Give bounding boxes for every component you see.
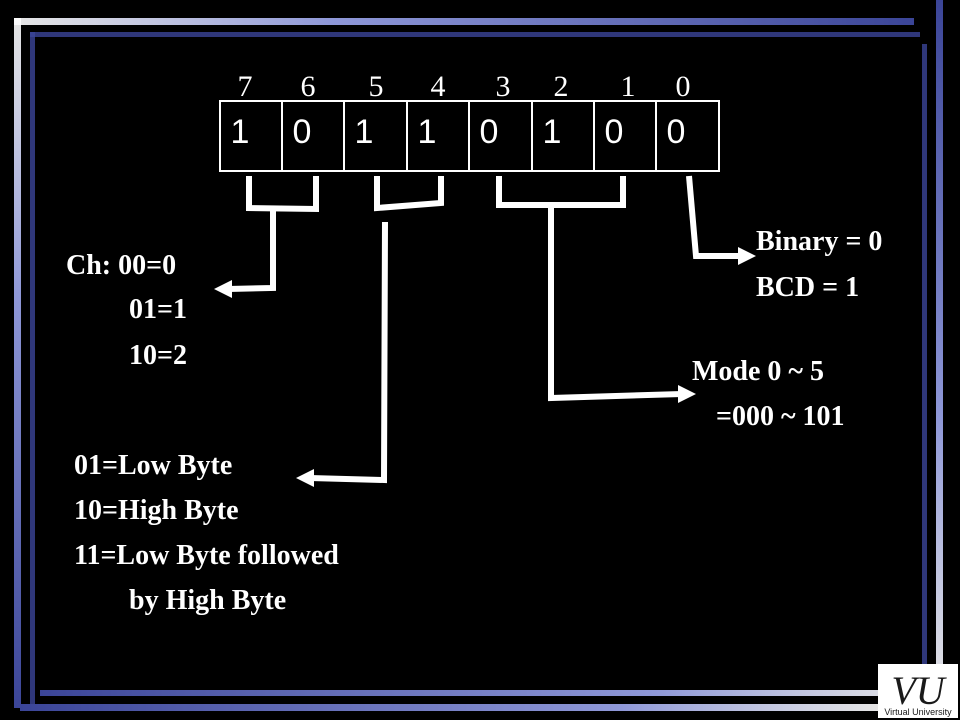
bit-value-6: 0 xyxy=(293,113,312,151)
read-write-label-group: 01=Low Byte 10=High Byte 11=Low Byte fol… xyxy=(74,450,339,616)
frame-right-bar-outer xyxy=(936,0,943,700)
bit-index-1: 1 xyxy=(621,70,636,103)
arrowhead-read-write xyxy=(296,469,314,487)
connector-bcd xyxy=(686,175,742,259)
bit-value-3: 0 xyxy=(480,113,499,151)
arrowheads xyxy=(214,247,756,487)
mode-label-line2: =000 ~ 101 xyxy=(716,401,845,432)
channel-label-line2: 01=1 xyxy=(129,294,187,325)
bit-index-4: 4 xyxy=(431,70,446,103)
mode-label-group: Mode 0 ~ 5 =000 ~ 101 xyxy=(692,356,845,432)
frame-right-bar-inner xyxy=(922,44,927,704)
field-connectors xyxy=(227,175,742,484)
bcd-label-group: Binary = 0 BCD = 1 xyxy=(756,226,882,303)
connector-channel xyxy=(227,208,276,292)
connector-read-write xyxy=(309,221,388,484)
slide-frame xyxy=(14,0,943,711)
frame-left-bar-inner xyxy=(30,32,35,708)
frame-left-bar-outer xyxy=(14,18,21,708)
channel-label-line3: 10=2 xyxy=(129,340,187,371)
logo-mark: VU xyxy=(891,668,947,713)
read-write-label-line2: 10=High Byte xyxy=(74,495,239,526)
read-write-label-line4: by High Byte xyxy=(129,585,286,616)
bit-value-0: 0 xyxy=(667,113,686,151)
arrowhead-channel xyxy=(214,280,232,298)
bit-index-3: 3 xyxy=(496,70,511,103)
bit-value-7: 1 xyxy=(231,113,250,151)
bracket-mode xyxy=(496,176,626,208)
bit-index-5: 5 xyxy=(369,70,384,103)
logo-caption: Virtual University xyxy=(884,707,952,717)
frame-top-bar-outer xyxy=(14,18,914,25)
logo-background xyxy=(878,664,958,718)
bit-index-row: 7 6 5 4 3 2 1 0 xyxy=(238,70,691,103)
bit-value-4: 1 xyxy=(418,113,437,151)
channel-label-line1: Ch: 00=0 xyxy=(66,250,176,281)
bit-register: 1 0 1 1 0 1 0 0 xyxy=(219,100,720,172)
read-write-label-line1: 01=Low Byte xyxy=(74,450,232,481)
channel-label-group: Ch: 00=0 01=1 10=2 xyxy=(66,250,187,371)
bcd-label-line1: Binary = 0 xyxy=(756,226,882,257)
read-write-label-line3: 11=Low Byte followed xyxy=(74,540,339,571)
bit-value-1: 0 xyxy=(605,113,624,151)
bracket-read-write xyxy=(374,176,444,212)
frame-top-bar-inner xyxy=(30,32,920,37)
bit-value-5: 1 xyxy=(355,113,374,151)
connector-mode xyxy=(548,205,683,402)
bcd-label-line2: BCD = 1 xyxy=(756,272,859,303)
bit-index-0: 0 xyxy=(676,70,691,103)
bracket-channel xyxy=(246,176,319,213)
vu-logo: VU Virtual University xyxy=(878,664,958,718)
mode-label-line1: Mode 0 ~ 5 xyxy=(692,356,824,387)
bit-value-2: 1 xyxy=(543,113,562,151)
arrowhead-mode xyxy=(678,385,696,403)
frame-bottom-bar-outer xyxy=(20,704,880,711)
bit-index-2: 2 xyxy=(554,70,569,103)
arrowhead-bcd xyxy=(738,247,756,265)
bit-index-6: 6 xyxy=(301,70,316,103)
frame-bottom-bar-inner xyxy=(40,690,920,696)
bit-index-7: 7 xyxy=(238,70,253,103)
